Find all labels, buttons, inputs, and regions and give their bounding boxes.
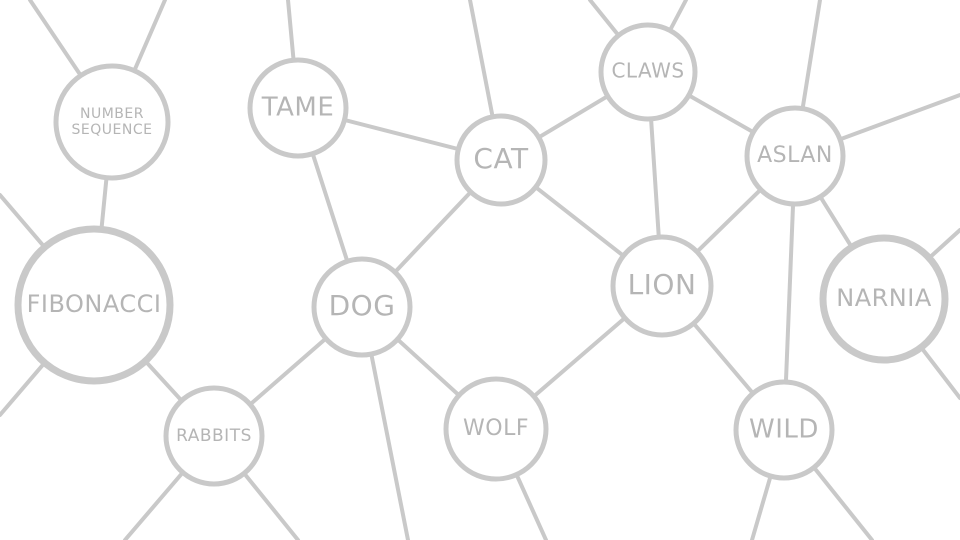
- node-circle-fibonacci: [14, 225, 174, 385]
- node-label-narnia: NARNIA: [836, 284, 932, 312]
- node-fibonacci: FIBONACCI: [14, 225, 174, 385]
- node-circle-cat: [454, 113, 548, 207]
- node-circle-number-sequence: [53, 63, 171, 181]
- node-label-claws: CLAWS: [611, 59, 684, 83]
- node-circle-tame: [247, 57, 349, 159]
- node-label-number-sequence-0: NUMBER: [80, 106, 144, 122]
- node-label-tame: TAME: [261, 93, 335, 123]
- node-tame: TAME: [247, 57, 349, 159]
- node-cat: CAT: [454, 113, 548, 207]
- node-wild: WILD: [733, 379, 835, 481]
- node-label-rabbits: RABBITS: [176, 426, 252, 446]
- node-label-cat: CAT: [473, 142, 529, 175]
- node-circle-wild: [733, 379, 835, 481]
- node-circle-aslan: [744, 105, 846, 207]
- node-lion: LION: [610, 234, 714, 338]
- node-label-wolf: WOLF: [463, 416, 529, 441]
- node-circle-wolf: [443, 376, 549, 482]
- node-label-aslan: ASLAN: [757, 143, 833, 168]
- node-dog: DOG: [311, 256, 413, 358]
- node-label-wild: WILD: [749, 415, 819, 445]
- node-label-number-sequence-1: SEQUENCE: [72, 122, 153, 138]
- node-label-dog: DOG: [329, 289, 396, 322]
- node-circle-claws: [598, 22, 698, 122]
- node-circle-dog: [311, 256, 413, 358]
- node-claws: CLAWS: [598, 22, 698, 122]
- node-circle-lion: [610, 234, 714, 338]
- node-rabbits: RABBITS: [163, 385, 265, 487]
- node-aslan: ASLAN: [744, 105, 846, 207]
- node-circle-rabbits: [163, 385, 265, 487]
- node-wolf: WOLF: [443, 376, 549, 482]
- node-circle-narnia: [819, 234, 949, 364]
- node-narnia: NARNIA: [819, 234, 949, 364]
- node-label-fibonacci: FIBONACCI: [27, 290, 162, 318]
- node-label-lion: LION: [628, 268, 697, 301]
